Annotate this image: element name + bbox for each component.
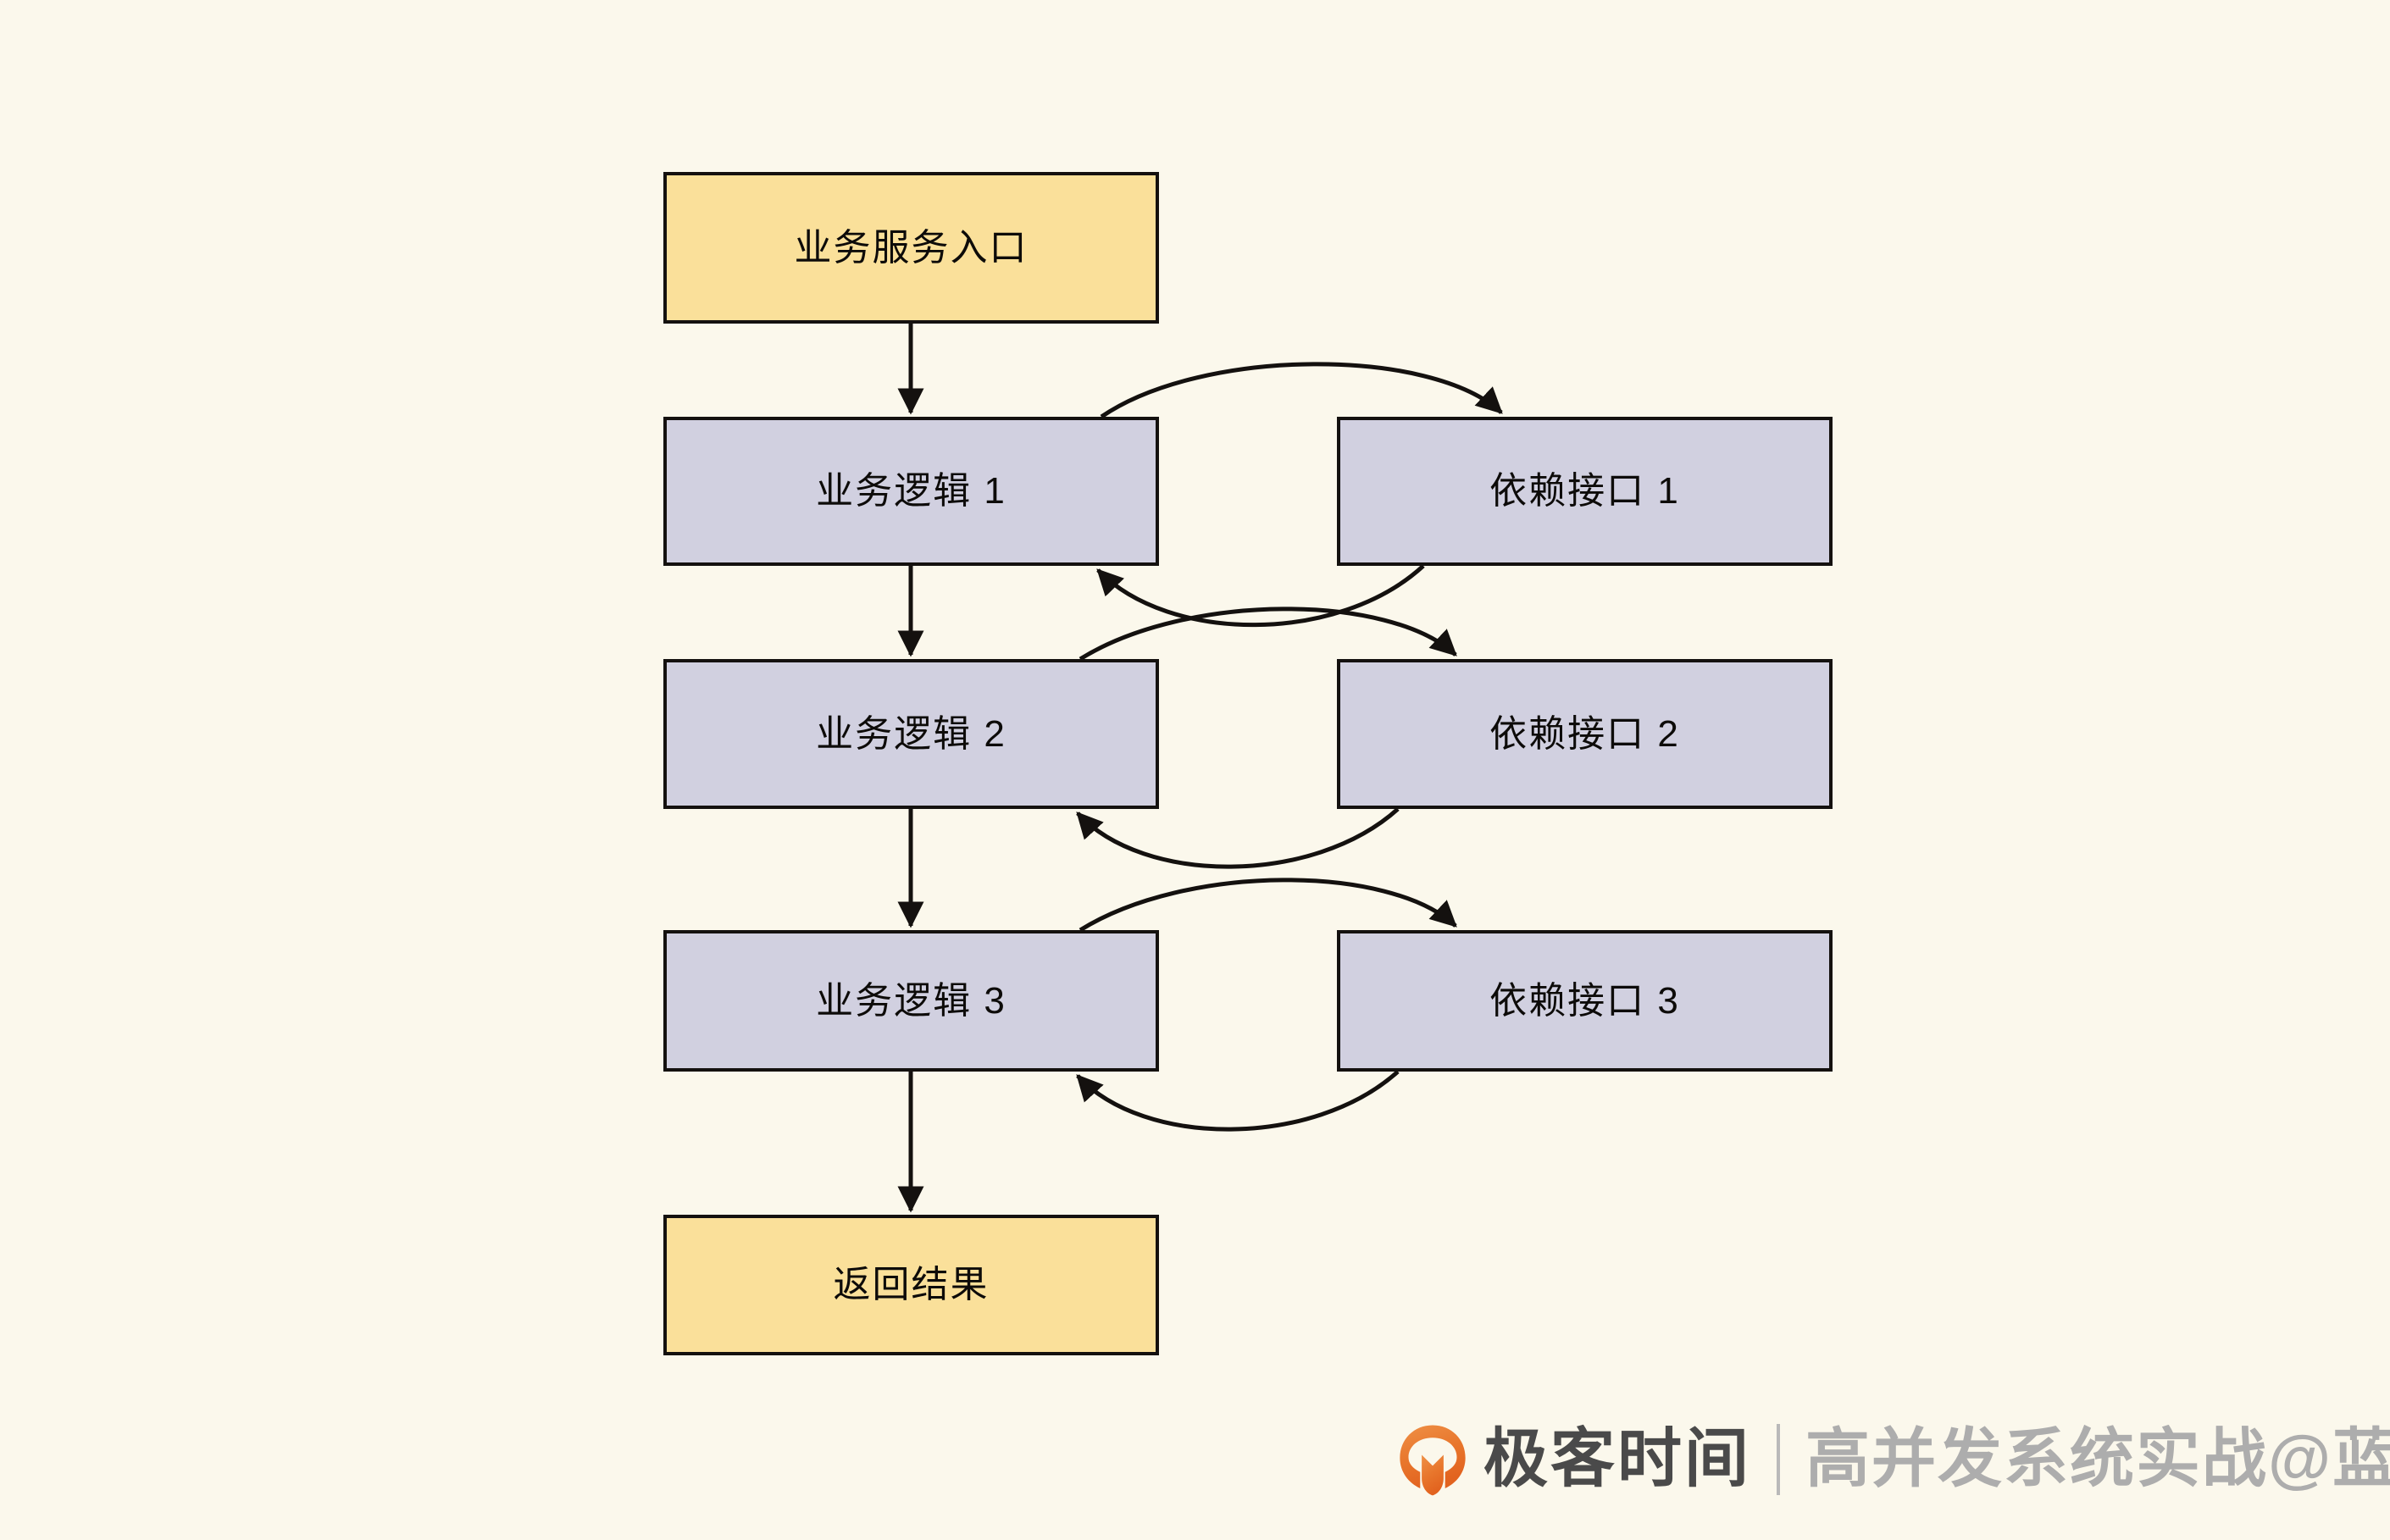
edge-logic2-to-iface2 xyxy=(1079,607,1457,662)
node-iface2-label: 依赖接口 2 xyxy=(1489,712,1680,755)
node-iface3-label: 依赖接口 3 xyxy=(1489,979,1680,1022)
watermark-tagline: 高并发系统实战@蓝天 xyxy=(1805,1423,2390,1495)
node-iface3[interactable]: 依赖接口 3 xyxy=(1337,930,1833,1072)
node-entry[interactable]: 业务服务入口 xyxy=(663,172,1159,324)
watermark-divider xyxy=(1777,1424,1780,1495)
edge-iface2-to-logic2 xyxy=(1076,807,1400,869)
node-iface1-label: 依赖接口 1 xyxy=(1489,470,1680,512)
geektime-logo-icon xyxy=(1400,1425,1466,1496)
node-logic3-label: 业务逻辑 3 xyxy=(816,979,1006,1022)
node-logic3[interactable]: 业务逻辑 3 xyxy=(663,930,1159,1072)
node-logic1[interactable]: 业务逻辑 1 xyxy=(663,417,1159,566)
node-entry-label: 业务服务入口 xyxy=(794,226,1029,269)
edge-logic1-to-iface1 xyxy=(1100,362,1503,419)
node-iface2[interactable]: 依赖接口 2 xyxy=(1337,659,1833,809)
watermark: 极客时间 高并发系统实战@蓝天 xyxy=(1394,1413,2390,1506)
node-result-label: 返回结果 xyxy=(833,1264,990,1305)
node-logic2-label: 业务逻辑 2 xyxy=(816,712,1006,755)
node-result[interactable]: 返回结果 xyxy=(663,1215,1159,1355)
watermark-brand: 极客时间 xyxy=(1483,1423,1751,1495)
node-logic2[interactable]: 业务逻辑 2 xyxy=(663,659,1159,809)
edge-logic3-to-iface3 xyxy=(1079,878,1457,933)
edge-iface3-to-logic3 xyxy=(1076,1070,1400,1132)
node-logic1-label: 业务逻辑 1 xyxy=(816,470,1006,512)
edge-iface1-to-logic1 xyxy=(1096,564,1425,628)
node-iface1[interactable]: 依赖接口 1 xyxy=(1337,417,1833,566)
